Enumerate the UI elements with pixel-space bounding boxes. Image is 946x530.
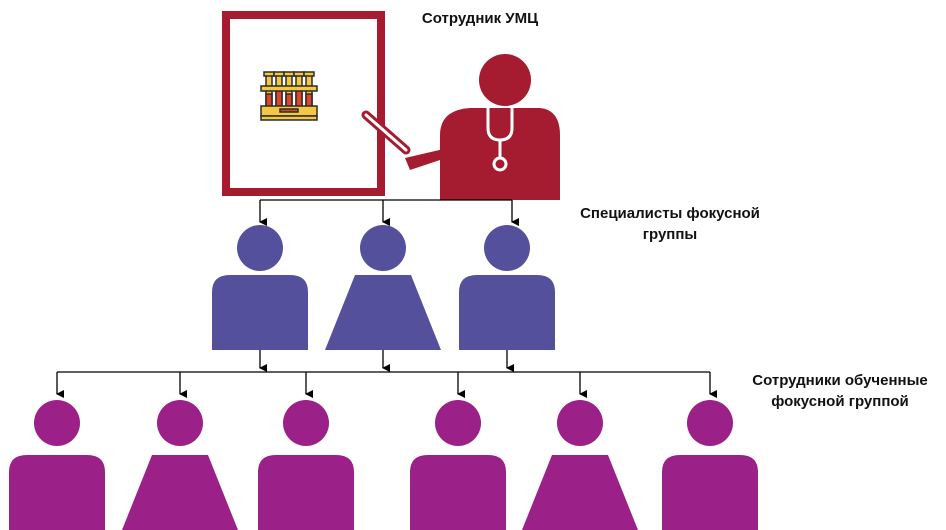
focus-group-label: Специалисты фокусной группы [560, 203, 780, 245]
person-icon [662, 400, 758, 530]
person-icon [258, 400, 354, 530]
person-icon [410, 400, 506, 530]
trained-staff [9, 400, 758, 530]
connector-trainer-focus [259, 199, 519, 226]
test-tube-rack-icon [260, 71, 318, 121]
trained-staff-label-line1: Сотрудники обученные [752, 372, 928, 389]
whiteboard-frame-icon [222, 11, 385, 196]
person-icon [325, 225, 441, 350]
focus-group-label-line2: группы [642, 226, 698, 243]
focus-group [212, 225, 555, 350]
person-icon [459, 225, 555, 350]
person-icon [522, 400, 638, 530]
trainer-label-text: Сотрудник УМЦ [421, 10, 539, 27]
person-icon [9, 400, 105, 530]
trained-staff-label: Сотрудники обученные фокусной группой [735, 370, 945, 412]
focus-group-label-line1: Специалисты фокусной [580, 205, 760, 222]
pointer-stick-icon [361, 110, 411, 155]
person-icon [122, 400, 238, 530]
doctor-stethoscope-icon [405, 54, 560, 200]
connector-focus-staff [56, 350, 717, 398]
trained-staff-label-line2: фокусной группой [771, 393, 909, 410]
person-icon [212, 225, 308, 350]
trainer-label: Сотрудник УМЦ [400, 8, 560, 29]
